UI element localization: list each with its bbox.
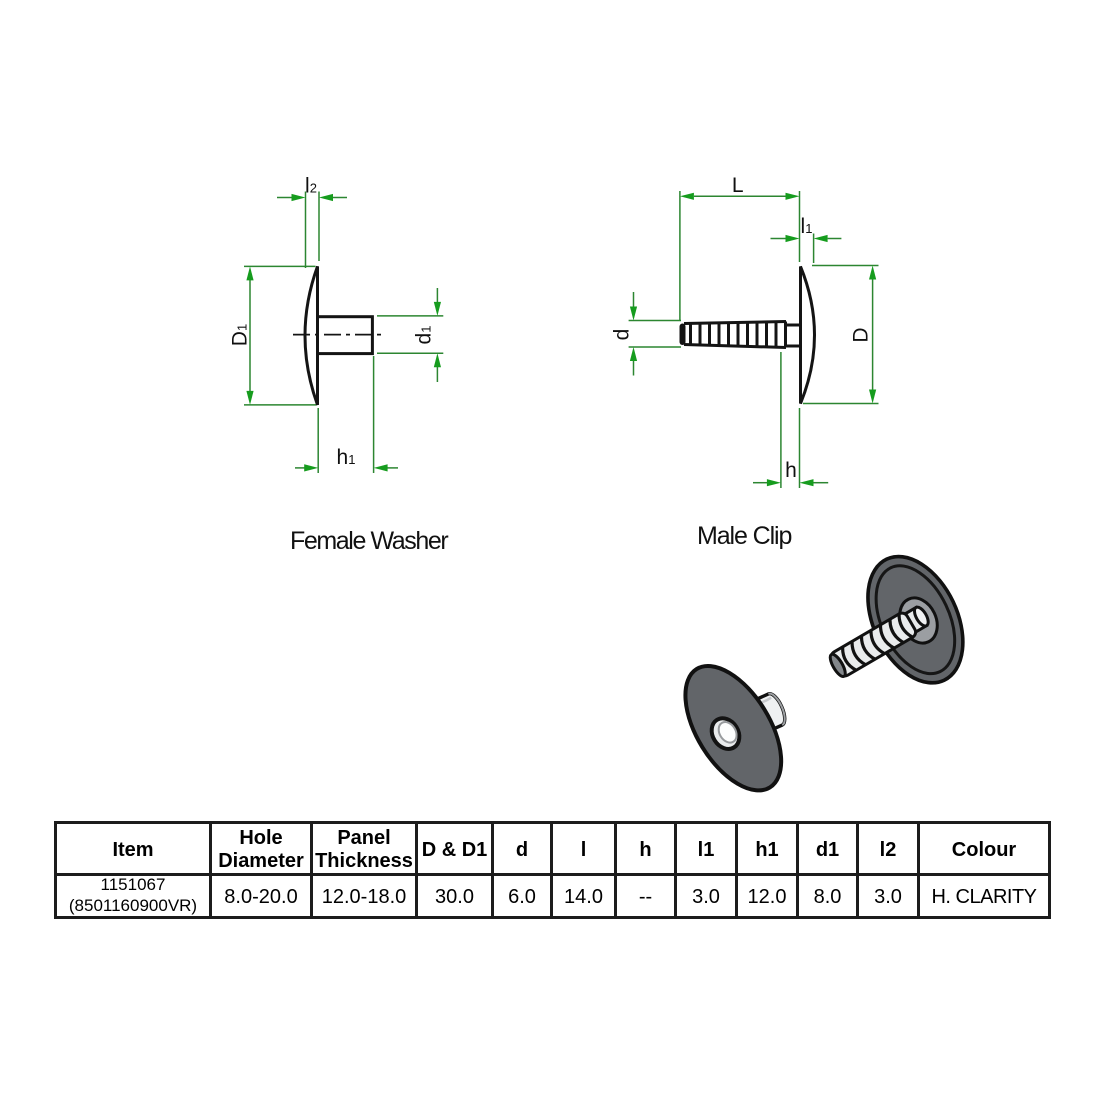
svg-text:D1: D1	[229, 324, 252, 346]
svg-text:l2: l2	[305, 175, 317, 198]
svg-text:L: L	[732, 174, 744, 197]
svg-text:h1: h1	[337, 446, 356, 469]
svg-text:D: D	[850, 327, 873, 342]
svg-text:l1: l1	[801, 215, 813, 238]
svg-text:h: h	[785, 459, 797, 482]
svg-text:d1: d1	[413, 326, 436, 345]
svg-text:d: d	[611, 329, 634, 341]
